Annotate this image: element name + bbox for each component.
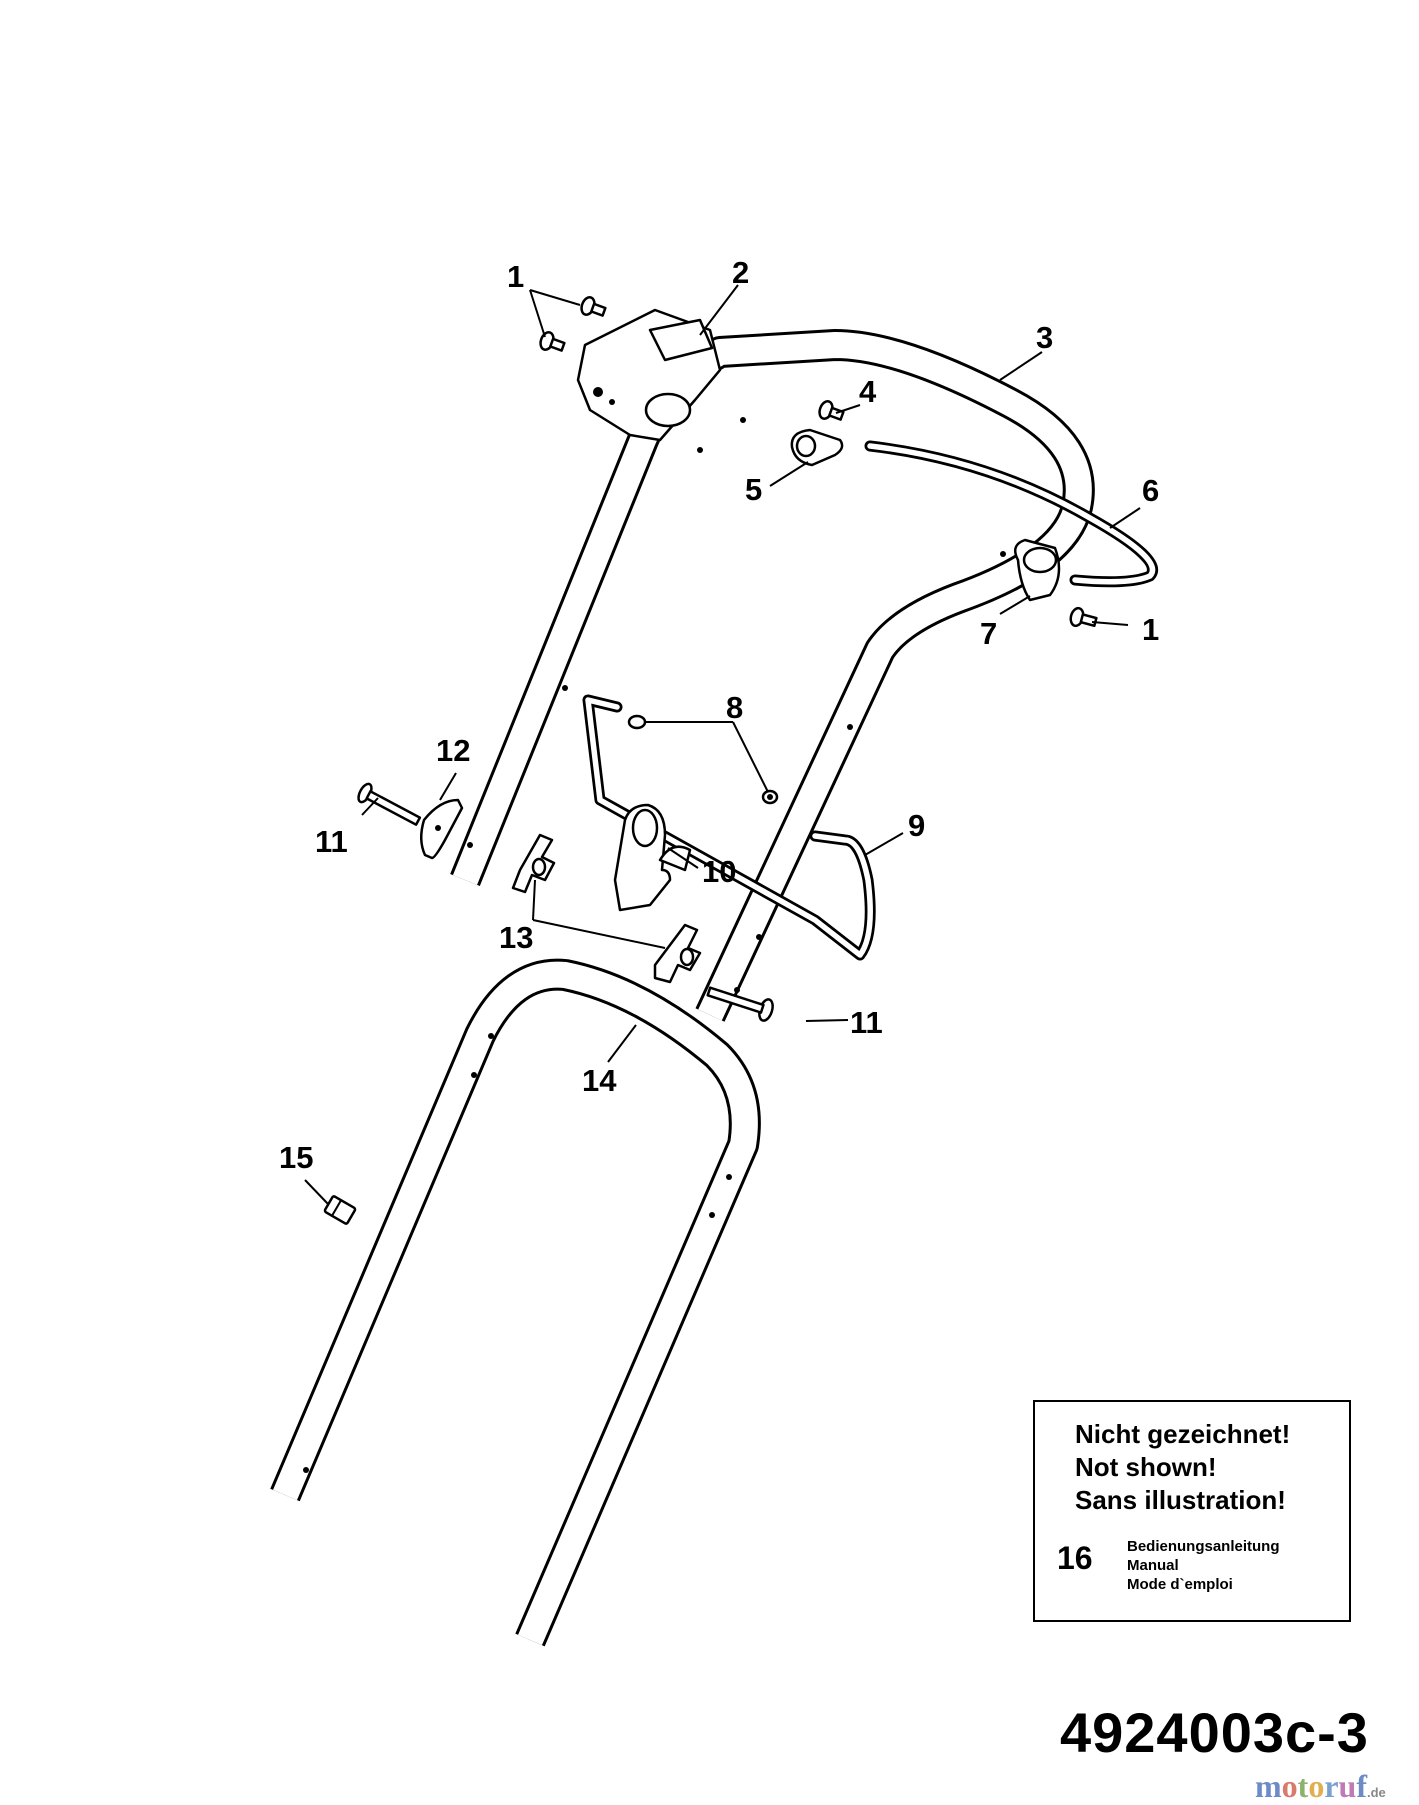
callout-11-right: 11: [850, 1005, 883, 1040]
callout-labels: 1 2 3 4 5 6 7 1 8 12 9 11 10 13 11 14 15: [279, 255, 1159, 1175]
callout-9: 9: [908, 808, 925, 843]
callout-15: 15: [279, 1140, 313, 1175]
cable-clip-5: [790, 428, 844, 467]
note-item-number: 16: [1057, 1540, 1093, 1576]
callout-2: 2: [732, 255, 749, 290]
watermark-tld: .de: [1366, 1785, 1386, 1800]
callout-7: 7: [980, 616, 997, 651]
screws: [539, 296, 1098, 628]
callout-11-left: 11: [315, 824, 348, 859]
pins-11: [357, 782, 774, 1022]
note-not-shown-de: Nicht gezeichnet!: [1075, 1419, 1291, 1449]
note-not-shown-en: Not shown!: [1075, 1452, 1217, 1482]
control-cable: [864, 440, 1158, 588]
callout-1-top: 1: [507, 259, 524, 294]
not-shown-note-box: Nicht gezeichnet! Not shown! Sans illust…: [1033, 1400, 1351, 1622]
watermark-logo: motoruf.de: [1255, 1768, 1386, 1804]
cable-clamp-7: [1013, 538, 1061, 602]
callout-1-right: 1: [1142, 612, 1159, 647]
switch-housing: [576, 308, 722, 442]
nut-15: [323, 1195, 357, 1225]
callout-5: 5: [745, 472, 762, 507]
lower-handle-tube: [270, 958, 761, 1647]
callout-13: 13: [499, 920, 533, 955]
note-not-shown-fr: Sans illustration!: [1075, 1485, 1286, 1515]
callout-8: 8: [726, 690, 743, 725]
brake-bar: [582, 694, 876, 961]
knobs-13: [511, 833, 702, 984]
callout-4: 4: [859, 374, 877, 409]
upper-handle-tube: [450, 329, 1095, 1022]
note-item-de: Bedienungsanleitung: [1127, 1538, 1280, 1555]
clip-12: [420, 798, 464, 860]
callout-10: 10: [702, 854, 736, 889]
callout-6: 6: [1142, 473, 1159, 508]
leader-lines: [304, 284, 1141, 1205]
callout-3: 3: [1036, 320, 1053, 355]
document-number: 4924003c-3: [1060, 1701, 1369, 1764]
callout-12: 12: [436, 733, 470, 768]
washers-8: [627, 714, 779, 805]
note-item-fr: Mode d`emploi: [1127, 1576, 1233, 1593]
callout-14: 14: [582, 1063, 617, 1098]
note-item-en: Manual: [1127, 1557, 1179, 1574]
bracket-10: [613, 803, 692, 912]
